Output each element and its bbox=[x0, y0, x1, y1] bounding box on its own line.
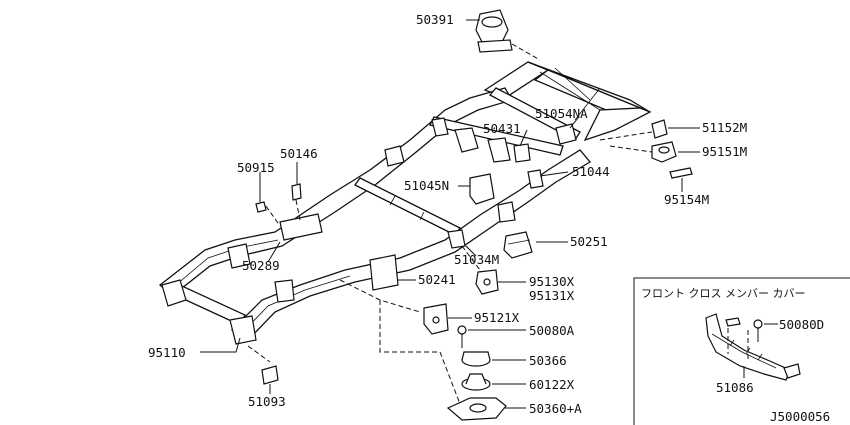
label-51093: 51093 bbox=[248, 394, 286, 409]
leader-lines bbox=[200, 19, 700, 409]
part-labels: 50391 51054NA 50431 51152M 95151M 95154M… bbox=[148, 12, 747, 416]
mount-50251 bbox=[503, 231, 533, 259]
label-50146: 50146 bbox=[280, 146, 318, 161]
label-95131x: 95131X bbox=[529, 288, 575, 303]
label-51044: 51044 bbox=[572, 164, 610, 179]
pad-95154m bbox=[669, 167, 693, 179]
inset-title: フロント クロス メンバー カバー bbox=[641, 287, 806, 300]
bolt-50080a bbox=[457, 325, 467, 348]
label-95130x: 95130X bbox=[529, 274, 575, 289]
bracket-95121x bbox=[423, 303, 449, 335]
bracket-51054na bbox=[555, 123, 577, 145]
insulator-60122x bbox=[461, 373, 491, 391]
label-50241: 50241 bbox=[418, 272, 456, 287]
label-50080d: 50080D bbox=[779, 317, 824, 332]
label-95151m: 95151M bbox=[702, 144, 747, 159]
bracket-95151m bbox=[651, 141, 677, 163]
bracket-51152m bbox=[651, 119, 668, 139]
label-50915: 50915 bbox=[237, 160, 275, 175]
label-51086: 51086 bbox=[716, 380, 754, 395]
chassis-frame bbox=[158, 61, 652, 345]
label-50431: 50431 bbox=[483, 121, 521, 136]
label-60122x: 60122X bbox=[529, 377, 575, 392]
clip-50146 bbox=[291, 183, 302, 201]
label-51034m: 51034M bbox=[454, 252, 499, 267]
inset-front-cross-member-cover: フロント クロス メンバー カバー 50080D 51086 J5000056 bbox=[633, 277, 850, 425]
mount-50360a bbox=[446, 397, 507, 421]
clip-50915 bbox=[255, 201, 267, 213]
label-51054na: 51054NA bbox=[535, 106, 588, 121]
label-51045n: 51045N bbox=[404, 178, 449, 193]
insulator-50366 bbox=[461, 351, 491, 367]
label-95121x: 95121X bbox=[474, 310, 520, 325]
label-50391: 50391 bbox=[416, 12, 454, 27]
mount-50391 bbox=[475, 9, 513, 53]
assembly-guides bbox=[247, 43, 653, 405]
label-50080a: 50080A bbox=[529, 323, 575, 338]
label-50289: 50289 bbox=[242, 258, 280, 273]
bracket-51045n bbox=[469, 173, 495, 205]
label-50251: 50251 bbox=[570, 234, 608, 249]
label-51152m: 51152M bbox=[702, 120, 747, 135]
bracket-95130x bbox=[475, 269, 499, 295]
diagram-code: J5000056 bbox=[770, 409, 830, 424]
label-50366: 50366 bbox=[529, 353, 567, 368]
bracket-50431 bbox=[513, 143, 531, 163]
label-95154m: 95154M bbox=[664, 192, 709, 207]
label-95110: 95110 bbox=[148, 345, 186, 360]
label-50360a: 50360+A bbox=[529, 401, 582, 416]
bracket-51093 bbox=[261, 365, 279, 385]
